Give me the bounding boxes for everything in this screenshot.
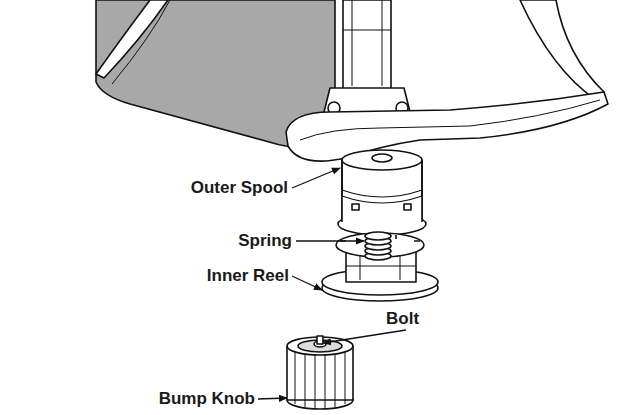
- inner-reel-drawing: [322, 232, 438, 301]
- part-label: Spring: [180, 231, 292, 251]
- part-label: Bump Knob: [100, 389, 255, 409]
- leader-line: [323, 330, 406, 343]
- leader-line: [292, 276, 322, 290]
- outer-spool-drawing: [338, 150, 426, 235]
- leader-line: [258, 398, 287, 399]
- bump-knob-drawing: [287, 336, 353, 409]
- leader-line: [292, 168, 340, 188]
- deflector-arm: [286, 92, 608, 161]
- leader-line: [296, 240, 364, 241]
- part-label: Inner Reel: [140, 266, 289, 286]
- guard-rim: [96, 0, 168, 78]
- part-label: Outer Spool: [120, 178, 288, 198]
- deflector-blade: [520, 0, 604, 100]
- guard-ridge: [112, 0, 170, 84]
- drive-shaft: [343, 0, 391, 90]
- part-label: Bolt: [386, 309, 506, 329]
